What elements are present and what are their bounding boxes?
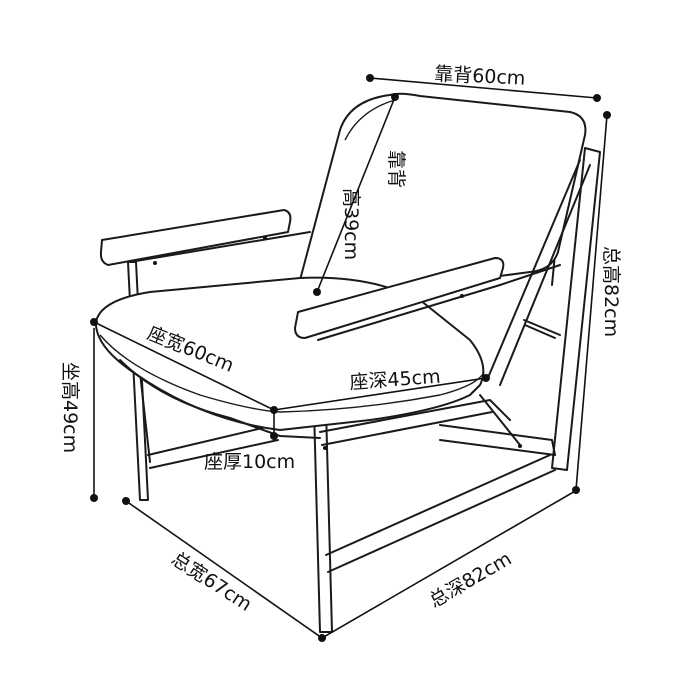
label-backrest-height-bottom: 高39cm bbox=[340, 188, 362, 260]
label-seat-thickness: 座厚10cm bbox=[204, 451, 295, 473]
dimension-lines bbox=[90, 74, 611, 642]
label-backrest-width: 靠背60cm bbox=[434, 63, 526, 90]
armchair-drawing bbox=[94, 92, 601, 633]
label-backrest-height-top: 靠背 bbox=[385, 150, 407, 188]
label-seat-height: 坐高49cm bbox=[59, 362, 81, 453]
label-total-depth: 总深82cm bbox=[426, 548, 516, 613]
label-total-height: 总高82cm bbox=[600, 246, 622, 337]
